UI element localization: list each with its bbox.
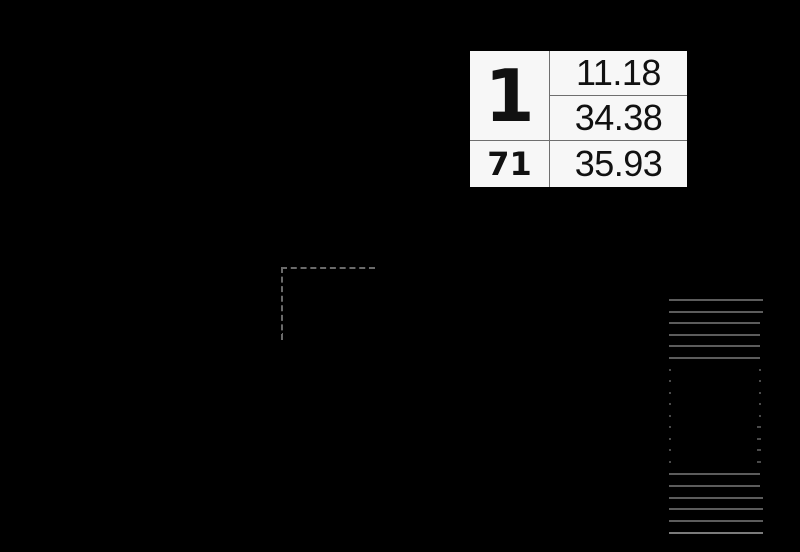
ruler-tick <box>757 461 761 463</box>
ruler-line <box>669 532 763 534</box>
selection-marquee-corner[interactable] <box>281 267 375 340</box>
ruler-line <box>669 473 760 475</box>
stat-card: 1 11.18 34.38 71 35.93 <box>470 51 687 187</box>
primary-index-cell: 1 <box>470 51 550 141</box>
ruler-tick <box>669 461 671 463</box>
side-ruler[interactable] <box>668 299 763 535</box>
ruler-line <box>669 508 763 510</box>
ruler-tick <box>757 426 761 428</box>
ruler-line <box>669 485 760 487</box>
ruler-tick <box>669 380 671 382</box>
ruler-tick <box>669 426 671 428</box>
value-cell-1: 11.18 <box>550 51 687 96</box>
value-3: 35.93 <box>574 143 663 184</box>
ruler-tick <box>759 380 761 382</box>
secondary-index: 71 <box>487 145 532 183</box>
ruler-line <box>669 345 760 347</box>
ruler-line <box>669 311 763 313</box>
ruler-line <box>669 299 763 301</box>
ruler-tick <box>759 392 761 394</box>
ruler-line <box>669 334 760 336</box>
ruler-line <box>669 497 763 499</box>
selection-handle-mark <box>282 333 283 340</box>
ruler-tick <box>669 392 671 394</box>
ruler-tick <box>757 449 761 451</box>
secondary-index-cell: 71 <box>470 141 550 187</box>
ruler-tick <box>669 403 671 405</box>
ruler-tick <box>757 438 761 440</box>
ruler-line <box>669 322 760 324</box>
value-2: 34.38 <box>574 97 663 138</box>
primary-index: 1 <box>484 53 535 138</box>
ruler-tick <box>669 369 671 371</box>
ruler-tick <box>669 449 671 451</box>
ruler-line <box>669 357 760 359</box>
value-cell-2: 34.38 <box>550 96 687 141</box>
value-1: 11.18 <box>576 52 661 93</box>
ruler-tick <box>759 403 761 405</box>
ruler-line <box>669 520 763 522</box>
ruler-tick <box>759 415 761 417</box>
ruler-tick <box>759 369 761 371</box>
ruler-tick <box>669 415 671 417</box>
value-cell-3: 35.93 <box>550 141 687 187</box>
ruler-tick <box>669 438 671 440</box>
